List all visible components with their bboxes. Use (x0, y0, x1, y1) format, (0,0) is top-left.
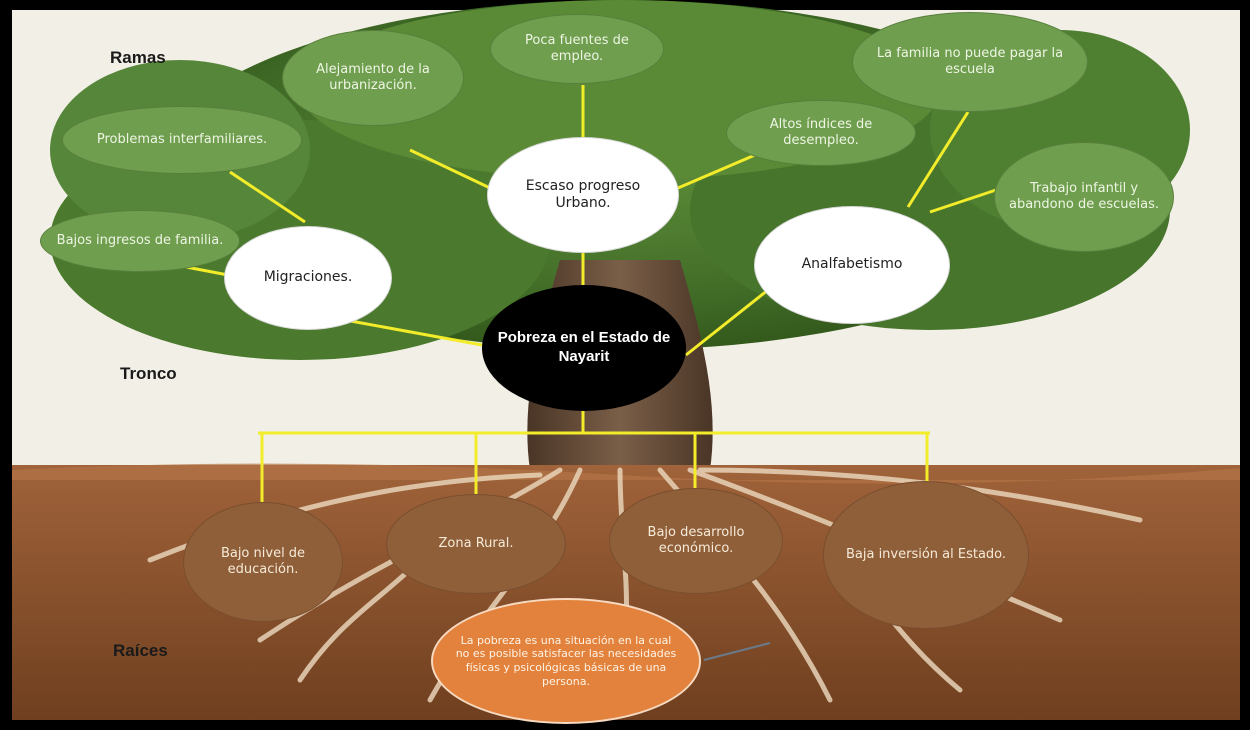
label-raices: Raíces (113, 641, 168, 660)
connector-lines (159, 85, 997, 661)
node-altos-indices: Altos índices de desempleo. (726, 100, 916, 166)
node-alejamiento: Alejamiento de la urbanización. (282, 30, 464, 126)
node-problemas: Problemas interfamiliares. (62, 106, 302, 174)
node-trabajo-infantil: Trabajo infantil y abandono de escuelas. (994, 142, 1174, 252)
node-bajo-nivel-educacion: Bajo nivel de educación. (183, 502, 343, 622)
node-migraciones: Migraciones. (224, 226, 392, 330)
node-pobreza-nayarit: Pobreza en el Estado de Nayarit (482, 285, 686, 411)
node-poca-fuentes: Poca fuentes de empleo. (490, 14, 664, 84)
node-bajos-ingresos: Bajos ingresos de familia. (40, 210, 240, 272)
node-zona-rural: Zona Rural. (386, 494, 566, 594)
node-baja-inversion: Baja inversión al Estado. (823, 481, 1029, 629)
label-tronco: Tronco (120, 364, 177, 383)
node-bajo-desarrollo: Bajo desarrollo económico. (609, 488, 783, 594)
node-analfabetismo: Analfabetismo (754, 206, 950, 324)
node-escaso-progreso: Escaso progreso Urbano. (487, 137, 679, 253)
node-definicion-pobreza: La pobreza es una situación en la cual n… (431, 598, 701, 724)
label-ramas: Ramas (110, 48, 166, 67)
node-familia-no-puede: La familia no puede pagar la escuela (852, 12, 1088, 112)
